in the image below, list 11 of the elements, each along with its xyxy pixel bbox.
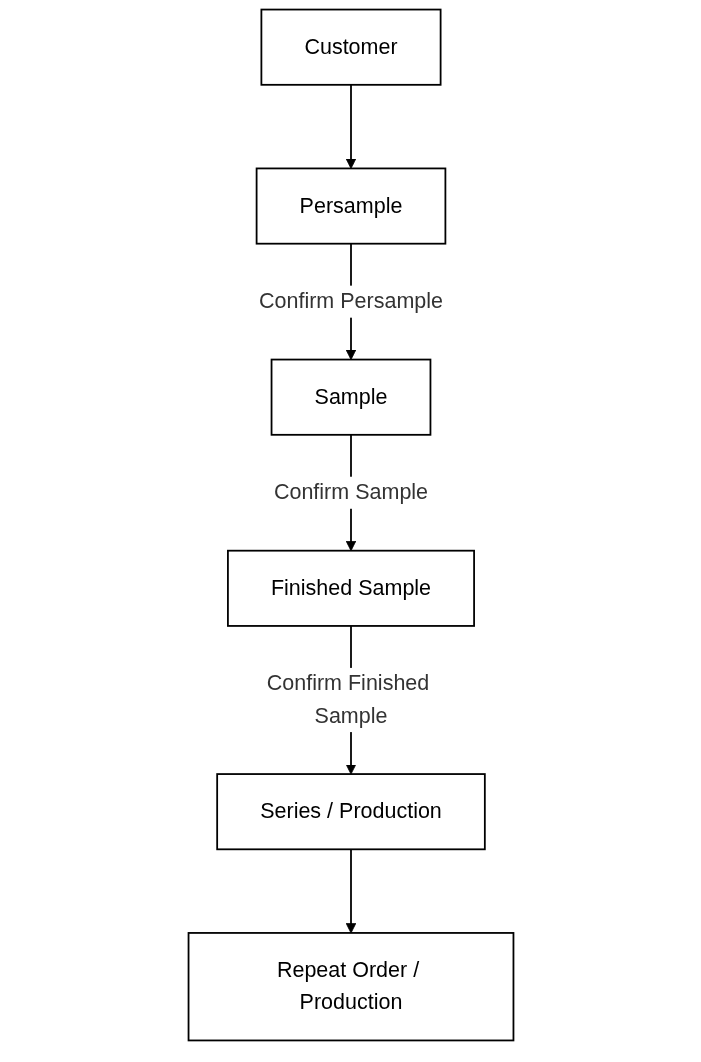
edge-label: Confirm Persample: [258, 289, 443, 313]
edge-label: Confirm Sample: [273, 480, 428, 505]
node-box: Repeat Order / Production: [187, 932, 514, 1042]
node-box: Series / Production: [215, 773, 486, 851]
node-box: Finished Sample: [226, 549, 475, 627]
arrow: [345, 848, 356, 934]
node-box: Persample: [255, 167, 446, 245]
arrow: [345, 83, 356, 169]
node-box: Customer: [260, 8, 441, 86]
edge-label: Confirm Finished Sample: [266, 671, 429, 728]
node-box: Sample: [270, 358, 431, 436]
